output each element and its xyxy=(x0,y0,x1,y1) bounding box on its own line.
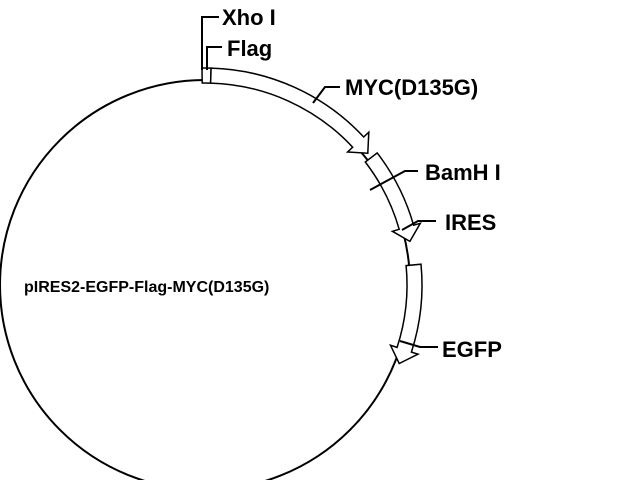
bamh-site-leader-line xyxy=(369,170,418,191)
egfp-label: EGFP xyxy=(442,337,502,362)
myc-label: MYC(D135G) xyxy=(345,75,478,100)
flag-leader-line xyxy=(206,46,222,70)
flag-label: Flag xyxy=(227,36,272,61)
ires-label: IRES xyxy=(445,210,496,235)
bamh-site-label: BamH I xyxy=(425,160,501,185)
egfp-feature-arrow xyxy=(389,263,423,365)
ires-leader-line xyxy=(401,220,436,231)
egfp-leader-line xyxy=(399,340,438,348)
xho-site-leader-line xyxy=(201,16,219,70)
xho-site-label: Xho I xyxy=(222,5,276,30)
myc-leader-line xyxy=(312,86,340,104)
ires-feature-arrow xyxy=(364,151,422,243)
plasmid-name-label: pIRES2-EGFP-Flag-MYC(D135G) xyxy=(24,279,269,296)
flag-feature xyxy=(201,67,212,84)
myc-feature-arrow xyxy=(209,67,370,154)
